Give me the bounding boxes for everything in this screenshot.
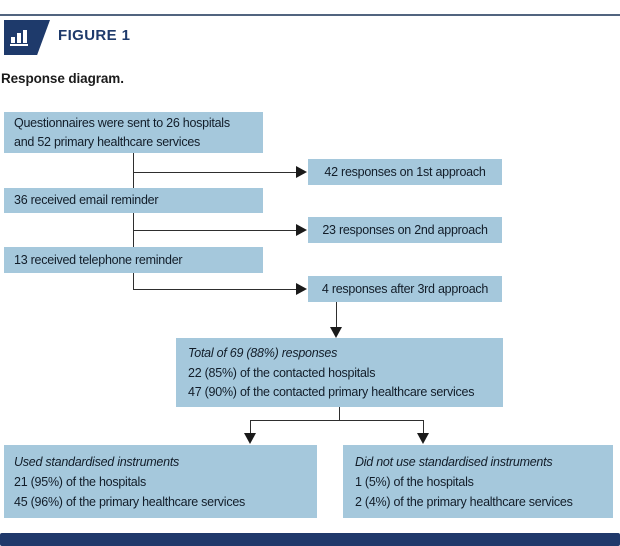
box-used-standardised-instruments: Used standardised instruments 21 (95%) o… (4, 445, 317, 518)
box-text-line: 45 (96%) of the primary healthcare servi… (14, 495, 246, 509)
connector-line (133, 153, 134, 188)
box-text-line: 47 (90%) of the contacted primary health… (188, 385, 475, 399)
box-telephone-reminder: 13 received telephone reminder (4, 247, 263, 273)
connector-line (133, 273, 134, 290)
box-text-line: 4 responses after 3rd approach (321, 281, 489, 296)
arrowhead-right-icon (296, 224, 307, 236)
bar-chart-icon (10, 30, 28, 46)
box-title-line: Used standardised instruments (14, 455, 180, 469)
box-questionnaires-sent: Questionnaires were sent to 26 hospitals… (4, 112, 263, 153)
figure-label: FIGURE 1 (58, 27, 131, 44)
box-did-not-use-standardised-instruments: Did not use standardised instruments 1 (… (343, 445, 613, 518)
arrowhead-down-icon (417, 433, 429, 444)
box-text-line: and 52 primary healthcare services (14, 135, 201, 149)
box-title-line: Total of 69 (88%) responses (188, 346, 338, 360)
box-text-line: 42 responses on 1st approach (324, 164, 486, 179)
connector-line (336, 302, 337, 328)
box-text-line: 21 (95%) of the hospitals (14, 475, 147, 489)
arrowhead-right-icon (296, 166, 307, 178)
figure-caption: Response diagram. (1, 71, 124, 86)
arrowhead-right-icon (296, 283, 307, 295)
box-title-line: Did not use standardised instruments (355, 455, 553, 469)
box-responses-1st-approach: 42 responses on 1st approach (308, 159, 502, 185)
box-text-line: 2 (4%) of the primary healthcare service… (355, 495, 573, 509)
connector-line (133, 230, 296, 231)
figure-badge (4, 20, 50, 55)
connector-line (423, 420, 424, 434)
box-text-line: 23 responses on 2nd approach (322, 222, 488, 237)
connector-line (339, 407, 340, 420)
box-responses-2nd-approach: 23 responses on 2nd approach (308, 217, 502, 243)
box-text-line: 1 (5%) of the hospitals (355, 475, 474, 489)
box-email-reminder: 36 received email reminder (4, 188, 263, 213)
top-rule-divider (0, 14, 620, 16)
box-text-line: Questionnaires were sent to 26 hospitals (14, 116, 230, 130)
box-total-responses: Total of 69 (88%) responses 22 (85%) of … (176, 338, 503, 407)
box-text-line: 13 received telephone reminder (14, 252, 183, 267)
connector-line (133, 289, 296, 290)
arrowhead-down-icon (244, 433, 256, 444)
connector-line (250, 420, 424, 421)
box-responses-3rd-approach: 4 responses after 3rd approach (308, 276, 502, 302)
footer-bar (0, 533, 620, 546)
box-text-line: 36 received email reminder (14, 193, 159, 207)
connector-line (250, 420, 251, 434)
connector-line (133, 172, 296, 173)
arrowhead-down-icon (330, 327, 342, 338)
box-text-line: 22 (85%) of the contacted hospitals (188, 365, 376, 380)
